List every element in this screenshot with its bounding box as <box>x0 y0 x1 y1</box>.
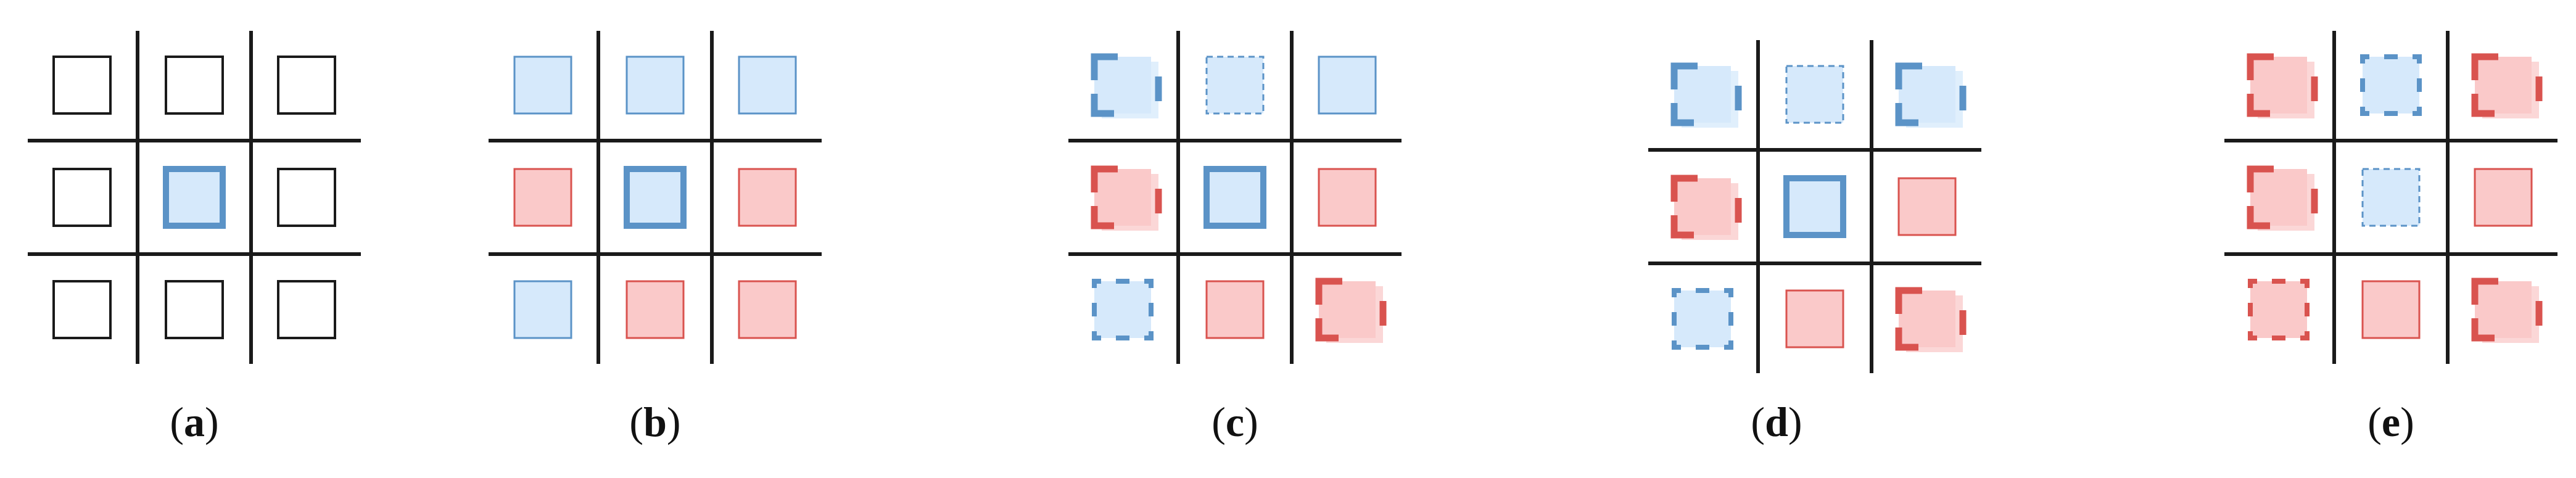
cell-3-outline <box>52 168 112 227</box>
caption-c: (c) <box>1173 401 1297 443</box>
cell-5-outline <box>277 168 336 227</box>
cell-2-red-offset <box>2471 53 2543 118</box>
cell-6-blue <box>513 280 572 339</box>
caption-letter: c <box>1225 398 1245 445</box>
cell-6-blue-corners <box>1672 288 1733 350</box>
cell-4-center <box>1783 175 1846 238</box>
caption-letter: a <box>184 398 205 445</box>
caption-letter: b <box>643 398 667 445</box>
cell-1-blue <box>625 56 685 115</box>
caption-close-paren: ) <box>1244 398 1258 445</box>
cell-5-red <box>738 168 797 227</box>
cell-2-outline <box>277 56 336 115</box>
cell-1-blue-corners <box>2360 54 2422 116</box>
cell-0-red-offset <box>2247 53 2318 118</box>
cell-5-red <box>1318 168 1377 227</box>
cell-6-red-corners <box>2248 279 2310 340</box>
caption-open-paren: ( <box>1212 398 1226 445</box>
grid-lines <box>1068 31 1402 364</box>
cell-1-outline <box>165 56 224 115</box>
cell-7-red <box>1205 280 1265 339</box>
caption-close-paren: ) <box>205 398 219 445</box>
cell-4-center <box>1203 166 1266 229</box>
cell-0-blue-offset <box>1670 62 1742 128</box>
cell-8-red-offset <box>1315 278 1387 343</box>
cell-4-blue-dashed <box>2361 168 2421 227</box>
grid-lines <box>28 31 361 364</box>
caption-open-paren: ( <box>629 398 644 445</box>
grid-lines <box>1648 40 1981 373</box>
caption-close-paren: ) <box>2400 398 2414 445</box>
cell-3-red-offset <box>1091 165 1162 231</box>
cell-0-blue-offset <box>1091 53 1162 118</box>
panel-d <box>1648 40 1981 373</box>
cell-6-outline <box>52 280 112 339</box>
caption-e: (e) <box>2329 401 2453 443</box>
cell-8-red <box>738 280 797 339</box>
caption-letter: e <box>2381 398 2401 445</box>
panel-a <box>28 31 361 364</box>
caption-letter: d <box>1765 398 1788 445</box>
cell-8-red-offset <box>2471 278 2543 343</box>
cell-2-blue-offset <box>1895 62 1967 128</box>
panel-b <box>489 31 822 364</box>
caption-close-paren: ) <box>1788 398 1802 445</box>
caption-d: (d) <box>1715 401 1838 443</box>
grid-lines <box>489 31 822 364</box>
cell-1-blue-dashed <box>1205 56 1265 115</box>
cell-5-red <box>1897 177 1957 236</box>
cell-2-blue <box>738 56 797 115</box>
cell-2-blue <box>1318 56 1377 115</box>
caption-open-paren: ( <box>170 398 184 445</box>
cell-4-center <box>624 166 687 229</box>
panel-c <box>1068 31 1402 364</box>
cell-4-center <box>163 166 226 229</box>
cell-3-red <box>513 168 572 227</box>
cell-3-red-offset <box>1670 175 1742 240</box>
caption-a: (a) <box>133 401 256 443</box>
caption-open-paren: ( <box>2368 398 2382 445</box>
cell-7-red <box>1785 289 1844 348</box>
cell-7-red <box>2361 280 2421 339</box>
caption-open-paren: ( <box>1751 398 1765 445</box>
cell-7-red <box>625 280 685 339</box>
caption-b: (b) <box>593 401 717 443</box>
cell-0-outline <box>52 56 112 115</box>
cell-5-red <box>2474 168 2533 227</box>
cell-3-red-offset <box>2247 165 2318 231</box>
cell-1-blue-dashed <box>1785 65 1844 124</box>
grid-lines <box>2224 31 2557 364</box>
cell-6-blue-corners <box>1092 279 1154 340</box>
cell-8-red-offset <box>1895 287 1967 352</box>
caption-close-paren: ) <box>666 398 681 445</box>
cell-0-blue <box>513 56 572 115</box>
cell-7-outline <box>165 280 224 339</box>
panel-e <box>2224 31 2557 364</box>
cell-8-outline <box>277 280 336 339</box>
